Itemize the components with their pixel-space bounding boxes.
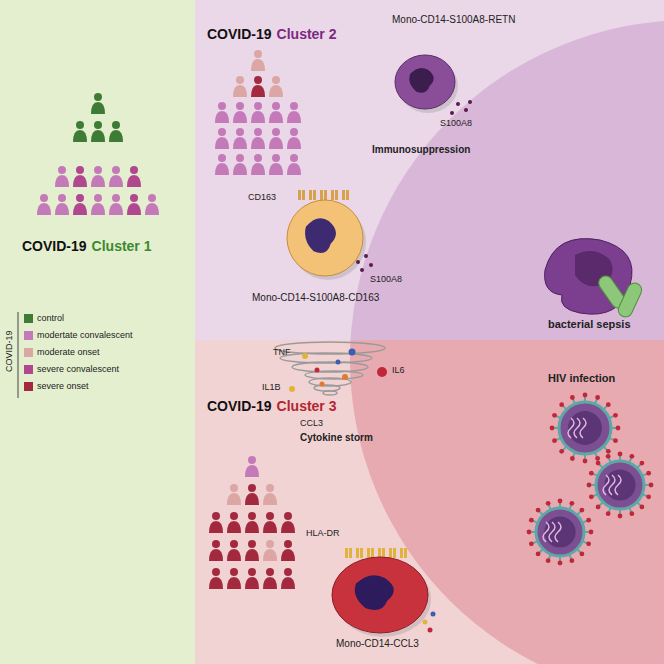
legend-swatch (24, 365, 33, 374)
legend-entry: modertate convalescent (24, 330, 133, 340)
process-label: Immunosuppression (372, 144, 470, 155)
cluster-heading: COVID-19 Cluster 2 (207, 26, 337, 42)
cell-type: Mono-CD14-S100A8-RETN (392, 14, 515, 25)
cluster-heading: COVID-19 Cluster 1 (22, 238, 152, 254)
disease-label: bacterial sepsis (548, 318, 631, 330)
cell-type: Mono-CD14-S100A8-CD163 (252, 292, 379, 303)
cluster-name: Cluster 1 (92, 238, 152, 254)
heading-prefix: COVID-19 (22, 238, 87, 254)
receptor-label: HLA-DR (306, 528, 340, 538)
legend-entry: moderate onset (24, 347, 100, 357)
legend-entry: severe convalescent (24, 364, 119, 374)
protein-label: S100A8 (440, 118, 472, 128)
legend-swatch (24, 348, 33, 357)
protein-label: S100A8 (370, 274, 402, 284)
cytokine-label: CCL3 (300, 418, 323, 428)
cytokine-label: IL6 (392, 365, 405, 375)
legend-text: moderate onset (37, 347, 100, 357)
legend-text: severe convalescent (37, 364, 119, 374)
cytokine-label: TNF (273, 347, 291, 357)
heading-prefix: COVID-19 (207, 398, 272, 414)
legend-text: control (37, 313, 64, 323)
legend-title: COVID-19 (4, 330, 14, 372)
legend-text: modertate convalescent (37, 330, 133, 340)
cell-type: Mono-CD14-CCL3 (336, 638, 419, 649)
process-label: Cytokine storm (300, 432, 373, 443)
cytokine-label: IL1B (262, 382, 281, 392)
legend-swatch (24, 382, 33, 391)
legend-entry: severe onset (24, 381, 89, 391)
cluster-heading: COVID-19 Cluster 3 (207, 398, 337, 414)
legend-entry: control (24, 313, 64, 323)
cluster-name: Cluster 2 (277, 26, 337, 42)
disease-label: HIV infection (548, 372, 615, 384)
receptor-label: CD163 (248, 192, 276, 202)
legend-swatch (24, 314, 33, 323)
legend-text: severe onset (37, 381, 89, 391)
legend-swatch (24, 331, 33, 340)
cluster-name: Cluster 3 (277, 398, 337, 414)
heading-prefix: COVID-19 (207, 26, 272, 42)
